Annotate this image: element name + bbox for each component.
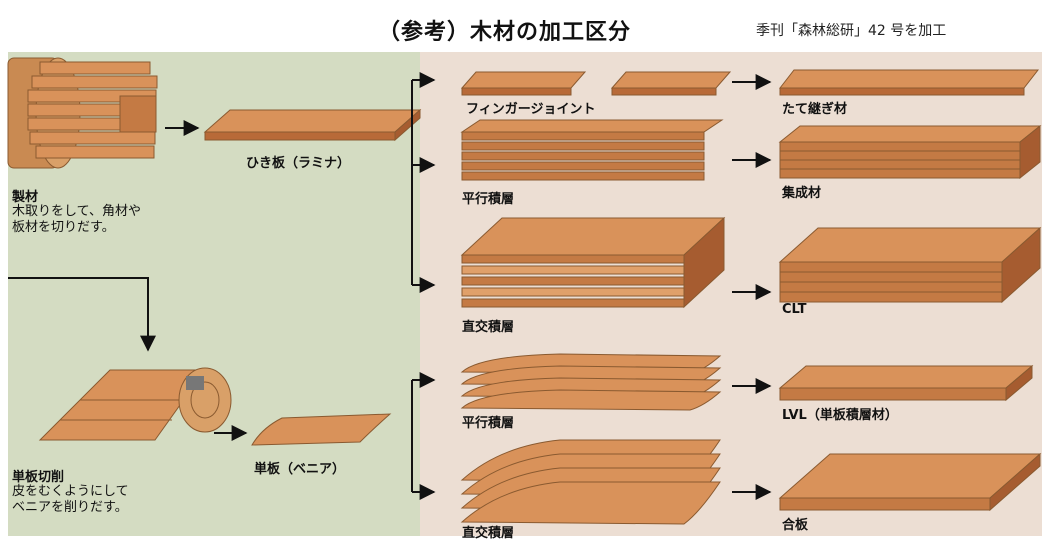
veneer-label: 単板（ベニア） <box>254 462 346 477</box>
cross-lamination-label-1: 直交積層 <box>462 320 515 335</box>
sawing-desc-2: 板材を切りだす。 <box>12 220 115 235</box>
veneer-branch-bracket <box>411 372 436 500</box>
lamina-board <box>203 108 422 142</box>
plywood-board <box>778 452 1042 512</box>
clt-label: CLT <box>782 302 807 317</box>
glulam-label: 集成材 <box>782 186 822 201</box>
peeling-desc-1: 皮をむくようにして <box>12 484 129 499</box>
sawn-log-illustration <box>7 57 158 169</box>
finger-joint-boards <box>460 71 732 96</box>
sawing-desc-1: 木取りをして、角材や <box>12 204 141 219</box>
cross-lamina-stack <box>460 216 726 309</box>
parallel-veneer-stack <box>460 353 722 411</box>
parallel-lamination-label-1: 平行積層 <box>462 192 515 207</box>
cross-veneer-stack <box>460 439 721 525</box>
end-jointed-label: たて継ぎ材 <box>782 102 848 117</box>
lvl-label: LVL（単板積層材） <box>782 408 898 423</box>
peeling-desc-2: ベニアを削りだす。 <box>12 500 128 515</box>
peeling-label: 単板切削 <box>12 470 65 485</box>
sawing-label: 製材 <box>12 190 39 205</box>
clt-block <box>778 226 1042 304</box>
arrow-to-peeling <box>8 277 156 352</box>
finger-joint-label: フィンガージョイント <box>466 102 596 117</box>
parallel-lamination-label-2: 平行積層 <box>462 416 515 431</box>
peeled-log-illustration <box>38 367 232 441</box>
parallel-lamina-stack <box>460 119 724 181</box>
cross-lamination-label-2: 直交積層 <box>462 526 515 541</box>
page-title: （参考）木材の加工区分 <box>378 20 632 45</box>
source-note: 季刊「森林総研」42 号を加工 <box>756 23 947 39</box>
end-jointed-board <box>778 69 1040 96</box>
lamina-label: ひき板（ラミナ） <box>246 156 351 171</box>
veneer-sheet <box>251 413 392 446</box>
glulam-block <box>778 124 1042 180</box>
lamina-branch-bracket <box>411 72 436 293</box>
lvl-board <box>778 364 1034 402</box>
plywood-label: 合板 <box>782 518 809 533</box>
